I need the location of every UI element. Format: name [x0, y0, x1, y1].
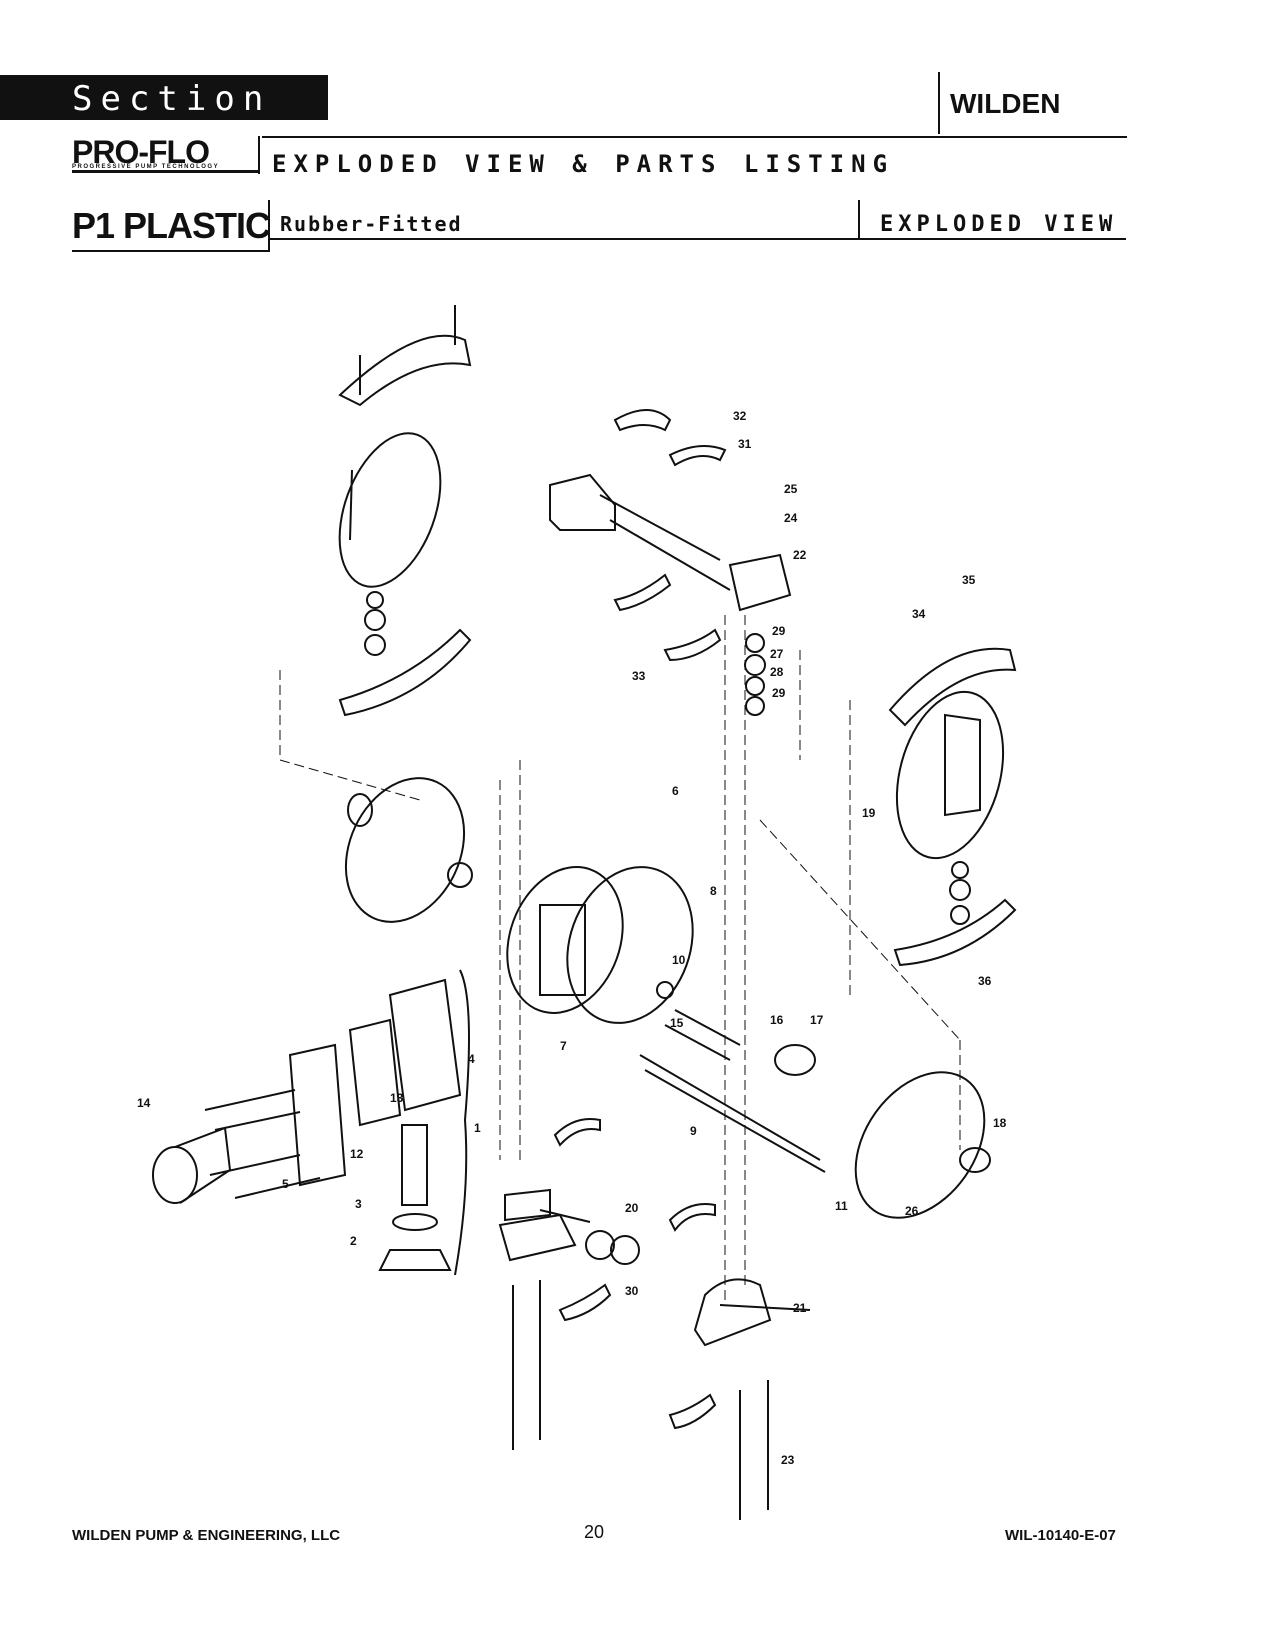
page-title: EXPLODED VIEW & PARTS LISTING: [272, 150, 895, 178]
callout-9: 9: [690, 1124, 697, 1138]
callout-17: 17: [810, 1013, 824, 1027]
proflo-logo: PRO-FLO: [72, 134, 210, 171]
callout-7: 7: [560, 1039, 567, 1053]
section-label: Section 8: [72, 79, 272, 159]
callout-35: 35: [962, 573, 976, 587]
wilden-logo: WILDEN: [950, 88, 1060, 120]
divider: [858, 200, 860, 238]
callout-1: 1: [474, 1121, 481, 1135]
callout-16: 16: [770, 1013, 784, 1027]
callout-24: 24: [784, 511, 798, 525]
divider: [938, 72, 940, 134]
callout-20: 20: [625, 1201, 639, 1215]
callout-21: 21: [793, 1301, 807, 1315]
divider: [268, 200, 270, 250]
footer-company: WILDEN PUMP & ENGINEERING, LLC: [72, 1527, 341, 1544]
section-tab: Section 8: [0, 75, 328, 159]
callout-11: 11: [835, 1199, 848, 1213]
callout-8: 8: [710, 884, 717, 898]
proflo-name: PRO-FLO: [72, 134, 210, 170]
callout-5: 5: [282, 1177, 289, 1191]
part-callouts: 1 2 3 4 5 6 7 8 9 10 11 12 13 14 15 16 1…: [137, 409, 1007, 1467]
divider: [72, 250, 270, 252]
divider: [268, 238, 1126, 240]
model-name: P1 PLASTIC: [72, 205, 271, 246]
divider: [72, 170, 260, 173]
callout-6: 6: [672, 784, 679, 798]
document-id: WIL-10140-E-07: [1005, 1527, 1116, 1544]
callout-30: 30: [625, 1284, 639, 1298]
callout-26: 26: [905, 1204, 919, 1218]
divider: [258, 136, 260, 174]
callout-32: 32: [733, 409, 747, 423]
callout-2: 2: [350, 1234, 357, 1248]
callout-12: 12: [350, 1147, 364, 1161]
callout-10: 10: [672, 953, 686, 967]
callout-19: 19: [862, 806, 876, 820]
callout-13: 13: [390, 1091, 404, 1105]
view-label: EXPLODED VIEW: [880, 212, 1118, 237]
callout-25: 25: [784, 482, 798, 496]
callout-34: 34: [912, 607, 926, 621]
divider: [262, 136, 1127, 138]
callout-23: 23: [781, 1453, 795, 1467]
brand-name: WILDEN: [950, 88, 1061, 119]
callout-4: 4: [468, 1052, 475, 1066]
callout-33: 33: [632, 669, 646, 683]
callout-27: 27: [770, 647, 784, 661]
page-number: 20: [584, 1522, 605, 1542]
callout-18: 18: [993, 1116, 1007, 1130]
proflo-tagline: PROGRESSIVE PUMP TECHNOLOGY: [72, 164, 220, 170]
callout-29: 29: [772, 624, 786, 638]
callout-28: 28: [770, 665, 784, 679]
callout-14: 14: [137, 1096, 151, 1110]
callout-29b: 29: [772, 686, 786, 700]
callout-36: 36: [978, 974, 992, 988]
fitting-type: Rubber-Fitted: [280, 212, 463, 236]
callout-3: 3: [355, 1197, 362, 1211]
callout-22: 22: [793, 548, 807, 562]
callout-31: 31: [738, 437, 752, 451]
callout-15: 15: [670, 1016, 684, 1030]
